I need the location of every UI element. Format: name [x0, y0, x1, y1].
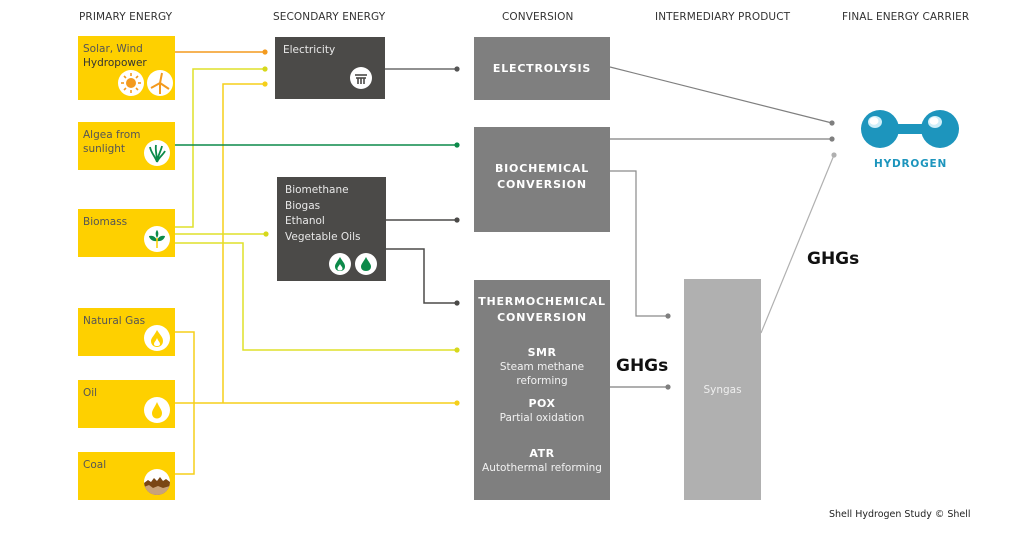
algae-icon — [144, 140, 170, 166]
primary-natural-gas: Natural Gas — [78, 308, 175, 356]
process-atr-name: Autothermal reforming — [482, 462, 602, 474]
oil-drop-icon — [144, 397, 170, 423]
flame-icon — [144, 325, 170, 351]
biochemical-label-line2: CONVERSION — [497, 178, 587, 191]
primary-label-line1: Solar, Wind — [83, 43, 143, 55]
intermediary-syngas: Syngas — [684, 279, 761, 500]
line-syngas-hydrogen — [760, 154, 835, 334]
primary-label-line2: Hydropower — [83, 57, 147, 69]
primary-solar-wind-hydro: Solar, Wind Hydropower — [78, 36, 175, 100]
process-pox-abbr: POX — [528, 397, 556, 410]
plant-icon — [144, 226, 170, 252]
primary-algae: Algea from sunlight — [78, 122, 175, 170]
process-smr-name: Steam methane reforming — [499, 361, 585, 387]
wind-turbine-icon — [147, 70, 173, 96]
thermochemical-label-line2: CONVERSION — [497, 311, 587, 324]
line-fossil-electricity — [222, 83, 265, 403]
bio-drop-icon — [355, 253, 377, 275]
syngas-label: Syngas — [703, 383, 742, 396]
power-grid-icon — [350, 67, 372, 89]
coal-icon — [144, 469, 170, 495]
process-atr-abbr: ATR — [529, 447, 555, 460]
secondary-biofuels: Biomethane Biogas Ethanol Vegetable Oils — [277, 177, 386, 281]
secondary-electricity: Electricity — [275, 37, 385, 99]
hydrogen-label: HYDROGEN — [874, 158, 948, 170]
primary-label-line1: Algea from — [83, 129, 141, 141]
header-conversion: CONVERSION — [502, 11, 574, 23]
line-biomass-thermo — [175, 242, 457, 351]
hydrogen-molecule-icon — [861, 110, 959, 148]
line-gas-coal-bracket — [175, 331, 195, 475]
header-primary-energy: PRIMARY ENERGY — [79, 11, 173, 23]
ghg-label-thermochemical: GHGs — [616, 356, 669, 376]
primary-label-line1: Coal — [83, 459, 107, 471]
process-pox-name: Partial oxidation — [499, 412, 585, 424]
conversion-thermochemical: THERMOCHEMICAL CONVERSION SMR Steam meth… — [474, 280, 610, 500]
header-secondary-energy: SECONDARY ENERGY — [273, 11, 386, 23]
line-biomass-electricity — [175, 68, 265, 228]
electricity-label: Electricity — [283, 44, 336, 56]
line-biochemical-syngas — [610, 170, 668, 317]
line-bio-thermochemical — [386, 248, 457, 304]
sun-icon — [118, 70, 144, 96]
biofuel-item: Vegetable Oils — [285, 230, 361, 243]
biofuel-item: Ethanol — [285, 215, 325, 227]
primary-oil: Oil — [78, 380, 175, 428]
electrolysis-label: ELECTROLYSIS — [492, 61, 592, 75]
primary-label-line2: sunlight — [83, 143, 126, 155]
primary-biomass: Biomass — [78, 209, 175, 257]
bio-flame-icon — [329, 253, 351, 275]
biofuel-item: Biomethane — [285, 184, 349, 196]
primary-label-line1: Biomass — [83, 216, 128, 228]
process-smr-abbr: SMR — [527, 346, 557, 359]
primary-label-line1: Oil — [83, 387, 98, 399]
thermochemical-label-line1: THERMOCHEMICAL — [478, 295, 606, 308]
ghg-label-syngas: GHGs — [807, 249, 860, 269]
header-final-energy-carrier: FINAL ENERGY CARRIER — [842, 11, 970, 23]
header-intermediary-product: INTERMEDIARY PRODUCT — [655, 11, 791, 23]
biofuel-item: Biogas — [285, 199, 321, 212]
conversion-biochemical: BIOCHEMICAL CONVERSION — [474, 127, 610, 232]
conversion-electrolysis: ELECTROLYSIS — [474, 37, 610, 100]
credit-text: Shell Hydrogen Study © Shell — [829, 509, 971, 520]
biochemical-label-line1: BIOCHEMICAL — [494, 162, 590, 175]
primary-label-line1: Natural Gas — [83, 315, 146, 327]
line-electrolysis-hydrogen — [609, 66, 833, 124]
primary-coal: Coal — [78, 452, 175, 500]
